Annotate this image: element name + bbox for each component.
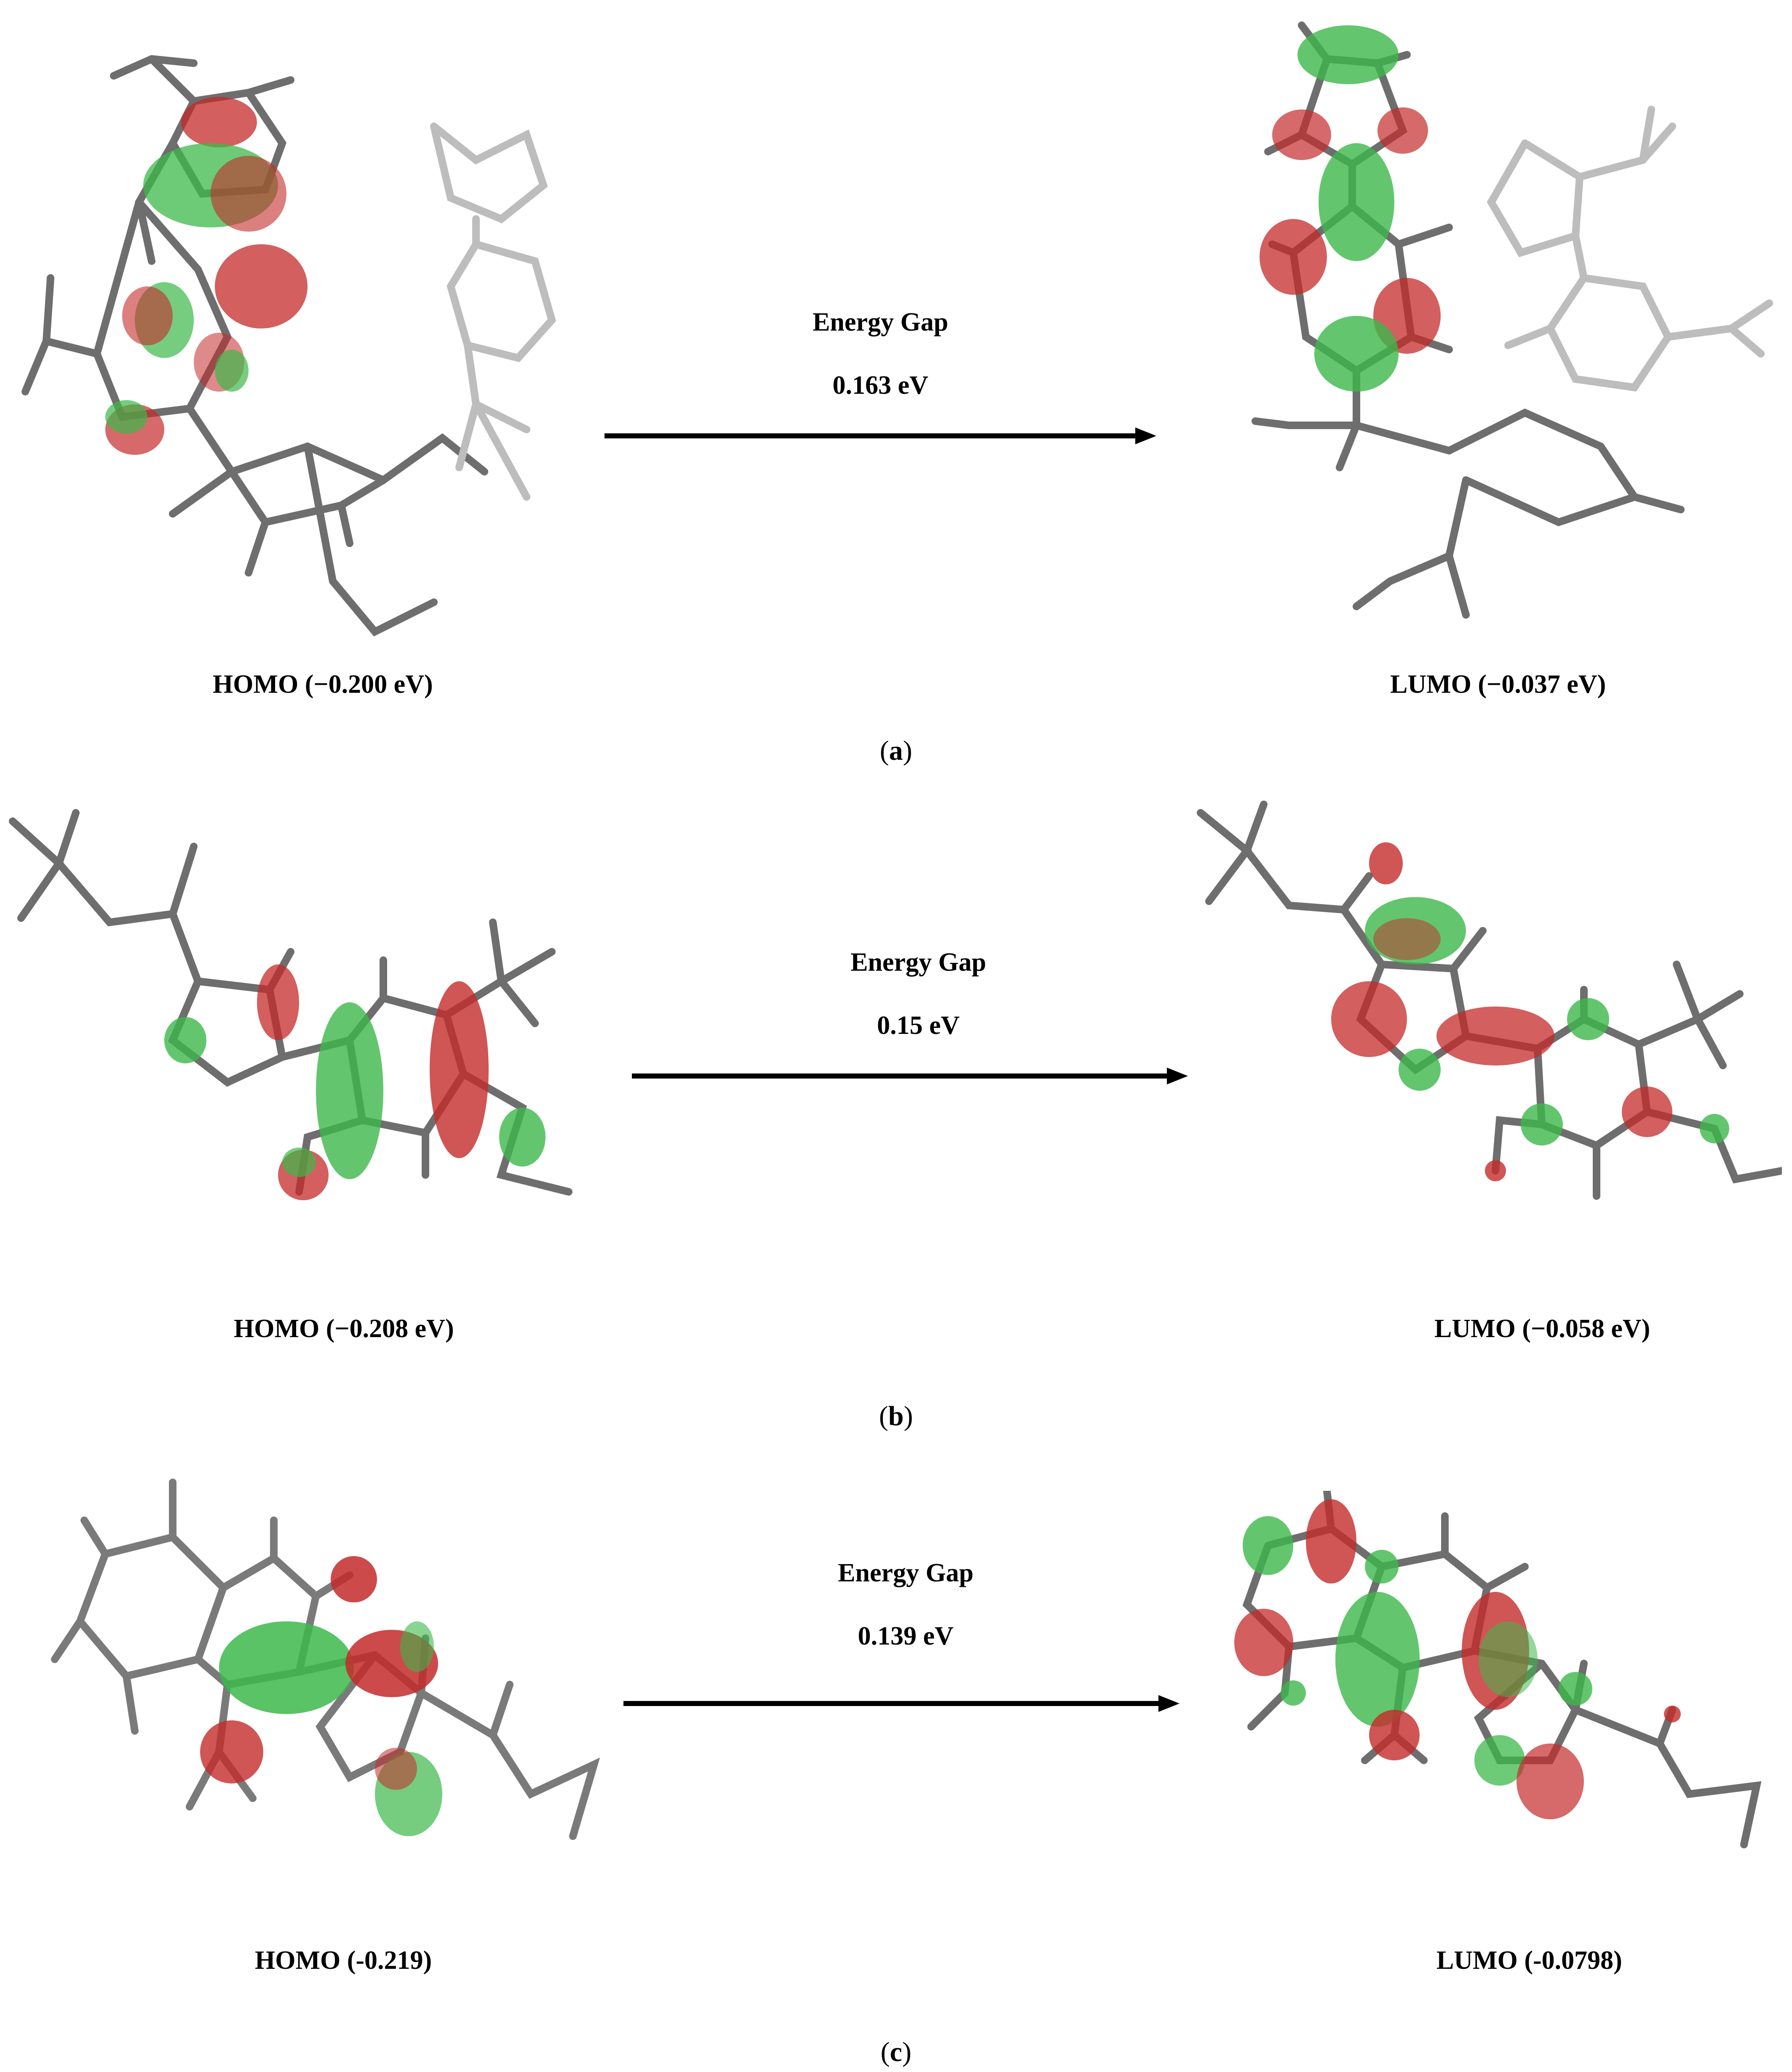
- caption-letter-a: a: [889, 735, 903, 766]
- lumo-label-c: LUMO (-0.0798): [1436, 1946, 1622, 1975]
- caption-a: (a): [880, 735, 912, 766]
- panel-a: HOMO (−0.200 eV) Energy Gap 0.163 eV: [0, 0, 1792, 766]
- homo-label-c: HOMO (-0.219): [255, 1946, 432, 1975]
- lumo-label-a: LUMO (−0.037 eV): [1390, 670, 1606, 699]
- energy-gap-arrow-a: [604, 427, 1156, 444]
- energy-gap-title-c: Energy Gap: [837, 1559, 974, 1587]
- homo-molecule-b: [4, 804, 594, 1247]
- lumo-molecule-c: [1205, 1491, 1786, 1946]
- energy-gap-value-a: 0.163 eV: [832, 371, 928, 400]
- energy-gap-arrow-c: [623, 1695, 1180, 1712]
- energy-gap-value-b: 0.15 eV: [877, 1011, 960, 1040]
- caption-b: (b): [879, 1401, 913, 1431]
- panel-b: HOMO (−0.208 eV) Energy Gap 0.15 eV: [0, 792, 1792, 1466]
- energy-gap-value-c: 0.139 eV: [858, 1622, 954, 1650]
- homo-label-a: HOMO (−0.200 eV): [213, 670, 433, 699]
- lumo-molecule-a: [1230, 8, 1778, 640]
- caption-letter-c: c: [890, 2037, 902, 2067]
- caption-letter-b: b: [888, 1401, 904, 1431]
- caption-c: (c): [880, 2037, 912, 2067]
- homo-label-b: HOMO (−0.208 eV): [234, 1314, 454, 1343]
- panel-c: HOMO (-0.219) Energy Gap 0.139 eV: [0, 1449, 1792, 2072]
- energy-gap-arrow-b: [632, 1068, 1188, 1084]
- homo-molecule-a: [13, 25, 560, 640]
- lumo-label-b: LUMO (−0.058 eV): [1434, 1314, 1650, 1343]
- energy-gap-title-b: Energy Gap: [850, 948, 987, 977]
- energy-gap-title-a: Energy Gap: [812, 308, 949, 336]
- homo-molecule-c: [46, 1474, 615, 1933]
- lumo-molecule-b: [1192, 800, 1782, 1255]
